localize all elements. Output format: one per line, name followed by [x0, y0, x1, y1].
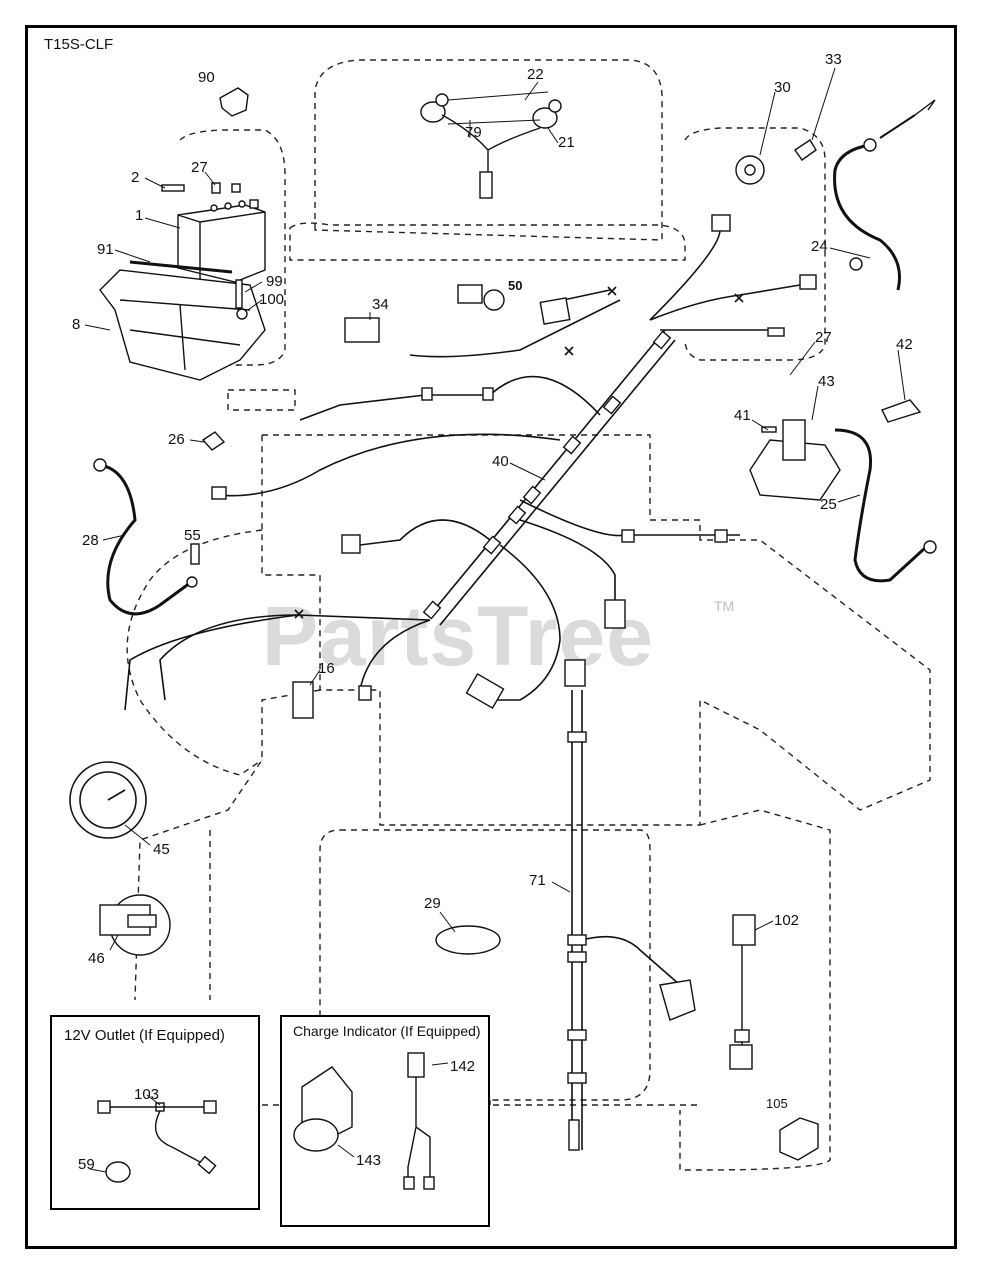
- callout-41: 41: [734, 407, 751, 424]
- battery-cable-25: [834, 428, 927, 583]
- callout-26: 26: [168, 431, 185, 448]
- callout-29: 29: [424, 895, 441, 912]
- callout-21: 21: [558, 134, 575, 151]
- charge-indicator-drawing: [293, 1052, 449, 1190]
- wire-top-region: [227, 389, 296, 411]
- model-code: T15S-CLF: [44, 36, 114, 53]
- harness-branch-a: [359, 619, 431, 691]
- callout-46: 46: [88, 950, 105, 967]
- callout-2: 2: [131, 169, 140, 186]
- callout-99: 99: [266, 273, 283, 290]
- callout-55: 55: [184, 527, 201, 544]
- callout-40: 40: [492, 453, 509, 470]
- callout-42: 42: [896, 336, 913, 353]
- console-outline: [289, 222, 686, 261]
- callout-59: 59: [78, 1156, 95, 1173]
- inset-12v-outlet: 12V Outlet (If Equipped) 103 59: [50, 1015, 260, 1210]
- callout-102: 102: [774, 912, 800, 929]
- starter-solenoid: [749, 439, 841, 501]
- harness-branch-g: [299, 375, 601, 421]
- callout-16: 16: [318, 660, 335, 677]
- outlet-drawing: [89, 1094, 217, 1183]
- callout-24: 24: [811, 238, 828, 255]
- harness-branch-c: [124, 614, 299, 711]
- callout-27-mid: 27: [815, 329, 832, 346]
- mid-frame: [134, 689, 321, 1001]
- callout-90: 90: [198, 69, 215, 86]
- callout-43: 43: [818, 373, 835, 390]
- battery-strap: [129, 260, 233, 274]
- callout-100: 100: [259, 291, 285, 308]
- callout-45: 45: [153, 841, 170, 858]
- main-harness: [429, 329, 676, 626]
- harness-branch-k: [649, 229, 721, 321]
- callout-50: 50: [508, 278, 523, 293]
- frame-outline: [261, 434, 931, 826]
- callout-30: 30: [774, 79, 791, 96]
- callout-8: 8: [72, 316, 81, 333]
- harness-branch-i: [359, 519, 491, 546]
- inset-charge-indicator: Charge Indicator (If Equipped) 142 143: [280, 1015, 490, 1227]
- callout-142: 142: [450, 1058, 476, 1075]
- callout-28: 28: [82, 532, 99, 549]
- inset-charge-indicator-title: Charge Indicator (If Equipped): [293, 1023, 481, 1039]
- harness-branch-j: [649, 284, 801, 321]
- callout-143: 143: [356, 1152, 382, 1169]
- inset-leader: [262, 1100, 700, 1106]
- watermark-trademark: TM: [714, 598, 735, 614]
- left-fender: [126, 529, 263, 776]
- callout-25: 25: [820, 496, 837, 513]
- callout-103: 103: [134, 1086, 160, 1103]
- harness-branch-h: [214, 433, 561, 497]
- callout-34: 34: [372, 296, 389, 313]
- callout-1: 1: [135, 207, 144, 224]
- harness-branch-b: [159, 614, 431, 701]
- right-lower-region: [679, 809, 831, 1171]
- ground-cable-28: [99, 463, 191, 616]
- right-upper-region: [684, 127, 826, 361]
- callout-105: 105: [766, 1096, 788, 1111]
- callout-71: 71: [529, 872, 546, 889]
- harness-branch-e: [480, 544, 561, 701]
- battery-region: [179, 129, 286, 366]
- callout-79: 79: [465, 124, 482, 141]
- battery-box: [99, 269, 266, 381]
- callout-33: 33: [825, 51, 842, 68]
- battery-cable-24: [833, 143, 901, 291]
- callout-91: 91: [97, 241, 114, 258]
- callout-22: 22: [527, 66, 544, 83]
- inset-12v-outlet-title: 12V Outlet (If Equipped): [64, 1027, 225, 1044]
- callout-27-top: 27: [191, 159, 208, 176]
- engine-outline: [319, 829, 651, 1101]
- diagram-frame: [25, 25, 957, 1249]
- harness-branch-f: [519, 519, 616, 600]
- terminal-boot-90: [219, 87, 249, 117]
- harness-branch-m: [409, 299, 621, 358]
